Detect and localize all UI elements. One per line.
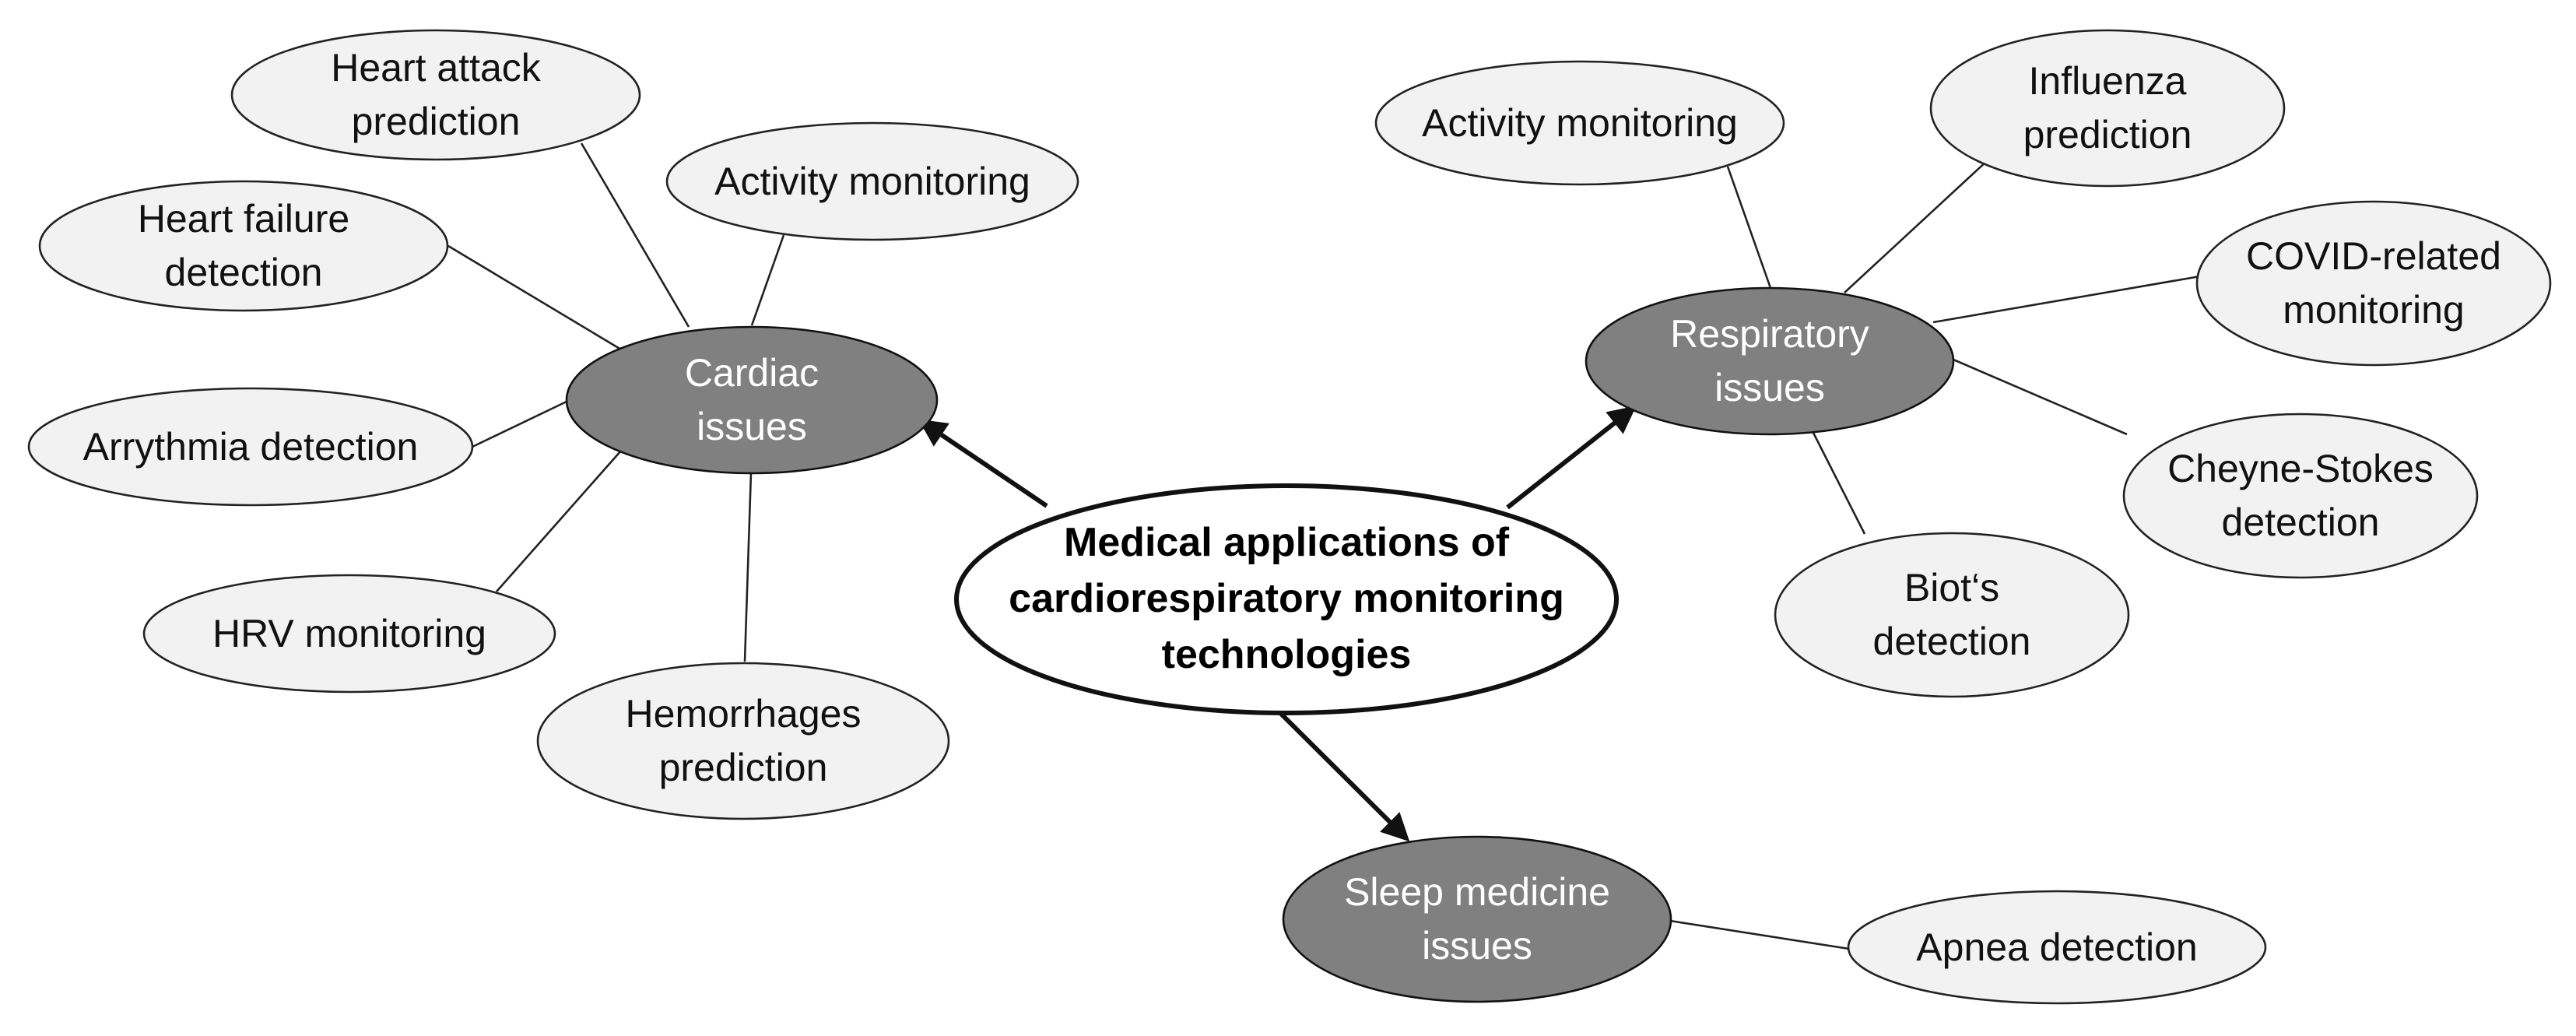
label-heart-failure: Heart failure detection: [137, 197, 350, 294]
category-sleep: [1282, 835, 1672, 1003]
connector-respiratory-covid: [1932, 275, 2201, 324]
arrow-to-cardiac: [918, 419, 1048, 508]
label-influenza: Influenza prediction: [2023, 59, 2192, 156]
node-biots: [1774, 532, 2130, 698]
label-hrv: HRV monitoring: [212, 611, 486, 655]
connector-cardiac-heart-failure: [447, 244, 622, 351]
category-cardiac: [565, 325, 939, 475]
node-hrv: [142, 574, 556, 694]
connector-respiratory-cheyne-stokes: [1953, 358, 2128, 436]
connector-respiratory-influenza: [1844, 159, 1989, 293]
center-node: [954, 483, 1619, 715]
label-center: Medical applications of cardiorespirator…: [1009, 520, 1564, 677]
label-biots: Biot‘s detection: [1872, 566, 2031, 663]
node-respiratory-activity: [1374, 60, 1785, 186]
label-category-respiratory: Respiratory issues: [1670, 312, 1869, 409]
label-respiratory-activity: Activity monitoring: [1422, 100, 1738, 145]
connector-respiratory-biots: [1812, 432, 1866, 535]
node-apnea: [1847, 890, 2267, 1005]
label-apnea: Apnea detection: [1916, 925, 2198, 969]
arrow-to-sleep: [1277, 710, 1410, 842]
label-hemorrhages: Hemorrhages prediction: [625, 692, 862, 789]
connector-cardiac-hemorrhages: [743, 472, 753, 662]
label-cardiac-activity: Activity monitoring: [714, 159, 1030, 203]
label-cheyne-stokes: Cheyne-Stokes detection: [2167, 447, 2434, 544]
node-arrythmia: [27, 387, 474, 507]
node-cheyne-stokes: [2122, 413, 2479, 579]
node-heart-failure: [38, 180, 449, 312]
label-arrythmia: Arrythmia detection: [82, 424, 419, 469]
node-covid: [2195, 200, 2552, 367]
label-heart-attack: Heart attack prediction: [331, 46, 541, 143]
label-category-sleep: Sleep medicine issues: [1344, 870, 1610, 968]
connector-cardiac-heart-attack: [580, 142, 690, 328]
connector-cardiac-arrythmia: [472, 399, 569, 448]
node-heart-attack: [230, 29, 641, 161]
label-category-cardiac: Cardiac issues: [684, 351, 819, 448]
connector-cardiac-hrv: [496, 450, 622, 592]
node-hemorrhages: [536, 662, 950, 820]
connector-sleep-apnea: [1669, 919, 1850, 950]
category-respiratory: [1585, 286, 1955, 436]
label-covid: COVID-related monitoring: [2246, 234, 2501, 332]
node-influenza: [1929, 29, 2286, 188]
connector-cardiac-activity: [750, 234, 785, 326]
node-cardiac-activity: [665, 121, 1079, 241]
connector-respiratory-activity: [1726, 166, 1772, 289]
arrow-to-respiratory: [1506, 406, 1637, 510]
